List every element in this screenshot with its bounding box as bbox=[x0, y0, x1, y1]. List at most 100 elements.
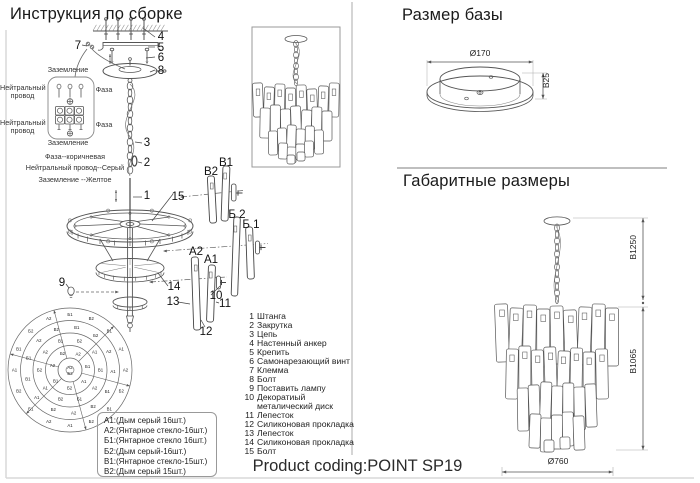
phase-top-label: Фаза bbox=[95, 85, 113, 94]
svg-text:A2: A2 bbox=[43, 350, 49, 355]
svg-text:A2: A2 bbox=[50, 363, 56, 368]
glass-legend-row: A1:(Дым серый 16шт.) bbox=[104, 416, 186, 425]
svg-text:A1: A1 bbox=[92, 350, 98, 355]
chain-height-label: B1250 bbox=[628, 235, 638, 260]
svg-text:A1: A1 bbox=[110, 369, 116, 374]
base-drawing bbox=[426, 66, 534, 112]
part-name-wrap: металический диск bbox=[257, 401, 334, 411]
leader-lines bbox=[65, 27, 221, 328]
part-name: Крепить bbox=[257, 347, 290, 357]
svg-text:Б1: Б1 bbox=[77, 397, 83, 402]
callout-7: 7 bbox=[74, 40, 82, 52]
ceiling-mount-drawing bbox=[92, 17, 168, 83]
svg-text:A2: A2 bbox=[46, 316, 52, 321]
callout-11: 11 bbox=[219, 298, 231, 310]
svg-text:Б1: Б1 bbox=[26, 356, 32, 361]
svg-text:Б2: Б2 bbox=[60, 351, 66, 356]
part-number: 10 bbox=[244, 392, 254, 402]
svg-text:B1: B1 bbox=[25, 376, 31, 381]
part-number: 6 bbox=[249, 356, 254, 366]
svg-text:Б1: Б1 bbox=[28, 407, 34, 412]
svg-text:A2: A2 bbox=[92, 385, 98, 390]
part-number: 2 bbox=[249, 320, 254, 330]
body-height-label: B1065 bbox=[628, 349, 638, 374]
svg-text:Б1: Б1 bbox=[105, 389, 111, 394]
svg-text:B1: B1 bbox=[74, 325, 80, 330]
phase-bottom-label: Фаза bbox=[95, 120, 113, 129]
callout-Б2: Б 2 bbox=[228, 209, 246, 221]
overall-drawing bbox=[494, 216, 619, 453]
part-number: 13 bbox=[244, 428, 254, 438]
part-number: 7 bbox=[249, 365, 254, 375]
svg-text:B1: B1 bbox=[16, 346, 22, 351]
svg-text:A1: A1 bbox=[34, 395, 40, 400]
svg-text:A2: A2 bbox=[46, 419, 52, 424]
svg-text:A2: A2 bbox=[71, 410, 77, 415]
svg-text:Б2: Б2 bbox=[67, 371, 73, 376]
assembly-title: Инструкция по сборке bbox=[10, 5, 183, 23]
svg-text:B1: B1 bbox=[98, 368, 104, 373]
callout-8: 8 bbox=[157, 65, 165, 77]
callout-3: 3 bbox=[143, 137, 151, 149]
part-name: Закрутка bbox=[257, 320, 293, 330]
part-number: 9 bbox=[249, 383, 254, 393]
base-diameter-label: Ø170 bbox=[469, 48, 491, 58]
ground-bottom-label: Заземление bbox=[47, 138, 89, 147]
part-name: Декоратиый bbox=[257, 392, 306, 402]
svg-text:A1: A1 bbox=[81, 379, 87, 384]
callout-A2: A2 bbox=[188, 246, 204, 258]
svg-text:A2: A2 bbox=[76, 351, 82, 356]
callout-10: 10 bbox=[209, 290, 223, 302]
callout-15: 15 bbox=[171, 191, 185, 203]
svg-text:Б1: Б1 bbox=[67, 312, 73, 317]
svg-text:A1: A1 bbox=[43, 385, 49, 390]
svg-text:B2: B2 bbox=[58, 397, 64, 402]
wire-color-phase: Фаза--коричневая bbox=[44, 152, 106, 161]
callout-2: 2 bbox=[143, 157, 151, 169]
glass-legend-row: B2:(Дым серый 15шт.) bbox=[104, 467, 186, 477]
svg-text:Б2: Б2 bbox=[93, 333, 99, 338]
wire-color-neutral: Нейтральный провод--Серый bbox=[25, 163, 125, 173]
base-height-label: B25 bbox=[541, 73, 551, 89]
callout-6: 6 bbox=[157, 52, 165, 64]
frame-drawing bbox=[66, 190, 194, 332]
glass-legend-row: Б2:(Дым серый-16шт.) bbox=[104, 446, 187, 456]
callout-9: 9 bbox=[58, 277, 66, 289]
callout-B2: B2 bbox=[203, 166, 219, 178]
svg-text:Б2: Б2 bbox=[77, 338, 83, 343]
svg-text:B1: B1 bbox=[53, 378, 59, 383]
part-number: 12 bbox=[244, 419, 254, 429]
callout-14: 14 bbox=[167, 281, 181, 293]
neutral-bottom-label: Нейтральный провод bbox=[0, 118, 46, 135]
part-name: Силиконовая прокладка bbox=[257, 419, 354, 429]
svg-text:Б1: Б1 bbox=[85, 364, 91, 369]
svg-text:Б2: Б2 bbox=[119, 389, 125, 394]
product-coding: Product coding:POINT SP19 bbox=[252, 457, 463, 475]
svg-text:Б2: Б2 bbox=[67, 385, 73, 390]
part-name: Силиконовая прокладка bbox=[257, 437, 354, 447]
svg-text:Б2: Б2 bbox=[51, 407, 57, 412]
part-number: 3 bbox=[249, 329, 254, 339]
svg-text:A2: A2 bbox=[123, 368, 129, 373]
svg-text:B1: B1 bbox=[58, 338, 64, 343]
callout-5: 5 bbox=[157, 42, 165, 54]
part-name: Болт bbox=[257, 374, 277, 384]
callout-4: 4 bbox=[157, 31, 165, 43]
callout-1: 1 bbox=[143, 190, 151, 202]
overall-size-title: Габаритные размеры bbox=[403, 172, 571, 190]
callout-12: 12 bbox=[199, 326, 213, 338]
part-number: 4 bbox=[249, 338, 254, 348]
part-number: 8 bbox=[249, 374, 254, 384]
glass-legend-row: B1:(Янтарное стекло-15шт.) bbox=[104, 456, 208, 466]
ground-top-label: Заземление bbox=[47, 65, 89, 74]
thumbnail-box bbox=[251, 26, 341, 168]
